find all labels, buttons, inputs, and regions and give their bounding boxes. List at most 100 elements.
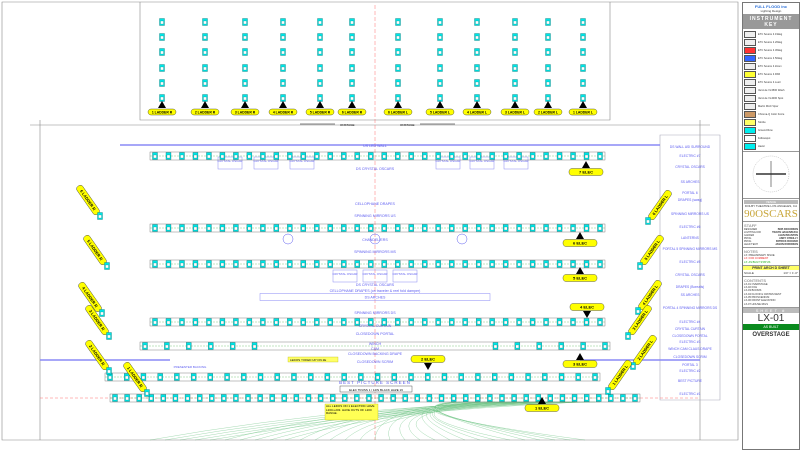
lighting-fixture[interactable] xyxy=(516,224,522,232)
lighting-fixture[interactable] xyxy=(106,367,112,375)
ladder-label[interactable]: 3 LADDER R xyxy=(230,108,260,116)
electric-label[interactable]: 6 ELEC xyxy=(562,239,598,247)
lighting-fixture[interactable] xyxy=(202,48,208,56)
lighting-fixture[interactable] xyxy=(395,318,401,326)
lighting-fixture[interactable] xyxy=(597,260,603,268)
lighting-fixture[interactable] xyxy=(558,373,565,381)
lighting-fixture[interactable] xyxy=(525,373,531,381)
lighting-fixture[interactable] xyxy=(165,224,172,232)
lighting-fixture[interactable] xyxy=(556,260,563,268)
lighting-fixture[interactable] xyxy=(354,260,360,268)
lighting-fixture[interactable] xyxy=(489,152,495,160)
lighting-fixture[interactable] xyxy=(462,318,468,326)
lighting-fixture[interactable] xyxy=(543,318,549,326)
lighting-fixture[interactable] xyxy=(374,373,381,381)
electric-label[interactable]: 5 ELEC xyxy=(562,274,598,282)
lighting-fixture[interactable] xyxy=(317,94,323,102)
lighting-fixture[interactable] xyxy=(219,152,226,160)
lighting-fixture[interactable] xyxy=(489,224,495,232)
lighting-fixture[interactable] xyxy=(291,373,297,381)
lighting-fixture[interactable] xyxy=(280,18,286,26)
lighting-fixture[interactable] xyxy=(159,48,165,56)
lighting-fixture[interactable] xyxy=(354,152,360,160)
lighting-fixture[interactable] xyxy=(422,260,428,268)
lighting-fixture[interactable] xyxy=(580,48,586,56)
lighting-fixture[interactable] xyxy=(349,79,355,87)
lighting-fixture[interactable] xyxy=(514,342,521,350)
lighting-fixture[interactable] xyxy=(209,394,215,402)
lighting-fixture[interactable] xyxy=(536,342,542,350)
lighting-fixture[interactable] xyxy=(242,33,248,41)
lighting-fixture[interactable] xyxy=(523,394,529,402)
lighting-fixture[interactable] xyxy=(535,394,541,402)
lighting-fixture[interactable] xyxy=(233,260,239,268)
lighting-fixture[interactable] xyxy=(287,152,293,160)
lighting-fixture[interactable] xyxy=(570,152,576,160)
lighting-fixture[interactable] xyxy=(570,318,576,326)
lighting-fixture[interactable] xyxy=(605,387,611,395)
lighting-fixture[interactable] xyxy=(327,260,333,268)
lighting-fixture[interactable] xyxy=(207,373,213,381)
lighting-fixture[interactable] xyxy=(426,394,433,402)
lighting-fixture[interactable] xyxy=(233,394,239,402)
lighting-fixture[interactable] xyxy=(512,18,518,26)
lighting-fixture[interactable] xyxy=(202,64,208,72)
lighting-fixture[interactable] xyxy=(160,394,167,402)
ladder-label[interactable]: 4 LADDER L xyxy=(462,108,492,116)
lighting-fixture[interactable] xyxy=(241,373,247,381)
lighting-fixture[interactable] xyxy=(502,224,509,232)
lighting-fixture[interactable] xyxy=(508,373,515,381)
lighting-fixture[interactable] xyxy=(280,33,286,41)
lighting-fixture[interactable] xyxy=(571,394,578,402)
lighting-fixture[interactable] xyxy=(224,373,230,381)
lighting-fixture[interactable] xyxy=(547,394,553,402)
lighting-fixture[interactable] xyxy=(314,260,320,268)
lighting-fixture[interactable] xyxy=(474,64,480,72)
lighting-fixture[interactable] xyxy=(395,224,401,232)
lighting-fixture[interactable] xyxy=(414,394,420,402)
lighting-fixture[interactable] xyxy=(280,48,286,56)
lighting-fixture[interactable] xyxy=(597,224,603,232)
lighting-fixture[interactable] xyxy=(489,260,495,268)
lighting-fixture[interactable] xyxy=(543,260,549,268)
lighting-fixture[interactable] xyxy=(395,152,401,160)
lighting-fixture[interactable] xyxy=(219,260,226,268)
lighting-fixture[interactable] xyxy=(381,224,387,232)
lighting-fixture[interactable] xyxy=(516,260,522,268)
lighting-fixture[interactable] xyxy=(437,18,443,26)
lighting-fixture[interactable] xyxy=(512,79,518,87)
lighting-fixture[interactable] xyxy=(462,260,468,268)
lighting-fixture[interactable] xyxy=(293,394,300,402)
lighting-fixture[interactable] xyxy=(245,394,251,402)
lighting-fixture[interactable] xyxy=(559,394,566,402)
lighting-fixture[interactable] xyxy=(341,373,347,381)
lighting-fixture[interactable] xyxy=(233,318,239,326)
lighting-fixture[interactable] xyxy=(580,64,586,72)
lighting-fixture[interactable] xyxy=(556,152,563,160)
lighting-fixture[interactable] xyxy=(159,64,165,72)
lighting-fixture[interactable] xyxy=(144,389,150,397)
lighting-fixture[interactable] xyxy=(327,318,333,326)
lighting-fixture[interactable] xyxy=(366,394,372,402)
lighting-fixture[interactable] xyxy=(242,48,248,56)
lighting-fixture[interactable] xyxy=(202,94,208,102)
lighting-fixture[interactable] xyxy=(580,18,586,26)
lighting-fixture[interactable] xyxy=(341,318,347,326)
lighting-fixture[interactable] xyxy=(637,262,643,270)
lighting-fixture[interactable] xyxy=(124,373,130,381)
lighting-fixture[interactable] xyxy=(556,224,563,232)
lighting-fixture[interactable] xyxy=(502,152,509,160)
lighting-fixture[interactable] xyxy=(580,33,586,41)
lighting-fixture[interactable] xyxy=(437,48,443,56)
lighting-fixture[interactable] xyxy=(597,318,603,326)
lighting-fixture[interactable] xyxy=(273,224,280,232)
lighting-fixture[interactable] xyxy=(174,373,180,381)
lighting-fixture[interactable] xyxy=(300,152,306,160)
lighting-fixture[interactable] xyxy=(308,373,314,381)
lighting-fixture[interactable] xyxy=(104,262,110,270)
lighting-fixture[interactable] xyxy=(233,224,239,232)
lighting-fixture[interactable] xyxy=(314,224,320,232)
lighting-fixture[interactable] xyxy=(106,332,112,340)
lighting-fixture[interactable] xyxy=(422,224,428,232)
lighting-fixture[interactable] xyxy=(186,342,192,350)
